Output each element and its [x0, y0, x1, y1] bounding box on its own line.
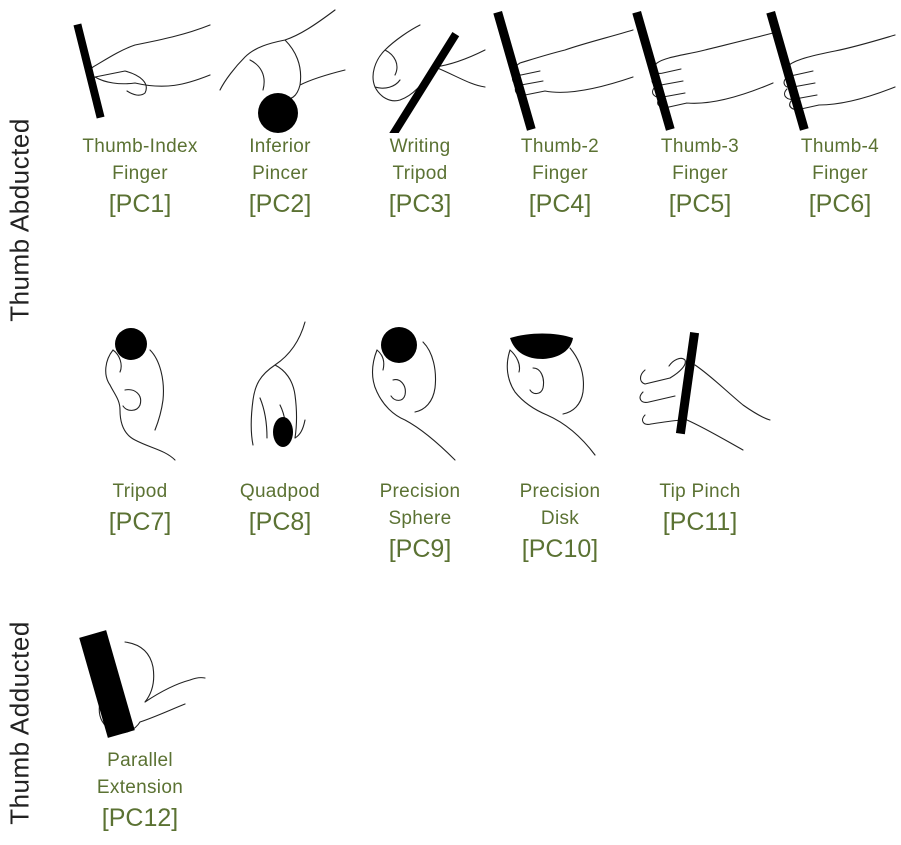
precision-disk-illustration [485, 320, 635, 478]
grasp-label-line1: Precision [345, 478, 495, 505]
grasp-code: [PC10] [485, 534, 635, 564]
inferior-pincer-illustration [205, 5, 355, 133]
grasp-label-line1: Thumb-2 [485, 133, 635, 160]
grasp-label-line2: Finger [765, 160, 901, 187]
section-label-thumb-adducted: Thumb Adducted [0, 600, 40, 845]
grasp-pc8: Quadpod [PC8] [205, 320, 355, 537]
grasp-label-line2: Quadpod [205, 478, 355, 505]
grasp-pc7: Tripod [PC7] [65, 320, 215, 537]
grasp-label-line1: Inferior [205, 133, 355, 160]
grasp-pc12: Parallel Extension [PC12] [65, 622, 215, 833]
grasp-code: [PC8] [205, 507, 355, 537]
grasp-label-line1: Thumb-3 [625, 133, 775, 160]
grasp-label-line2: Finger [65, 160, 215, 187]
grasp-label-line1: Writing [345, 133, 495, 160]
parallel-extension-illustration [65, 622, 215, 747]
grasp-code: [PC11] [625, 507, 775, 537]
grasp-code: [PC6] [765, 189, 901, 219]
grasp-code: [PC2] [205, 189, 355, 219]
grasp-label-line2: Tip Pinch [625, 478, 775, 505]
grasp-code: [PC4] [485, 189, 635, 219]
section-label-thumb-abducted: Thumb Abducted [0, 70, 40, 370]
thumb-3-finger-illustration [625, 5, 775, 133]
grasp-label-line1: Thumb-Index [65, 133, 215, 160]
grasp-code: [PC7] [65, 507, 215, 537]
grasp-label-line1: Thumb-4 [765, 133, 901, 160]
grasp-pc11: Tip Pinch [PC11] [625, 320, 775, 537]
thumb-4-finger-illustration [765, 5, 901, 133]
grasp-code: [PC5] [625, 189, 775, 219]
grasp-label-line1: Precision [485, 478, 635, 505]
grasp-pc10: Precision Disk [PC10] [485, 320, 635, 564]
grasp-label-line2: Pincer [205, 160, 355, 187]
tip-pinch-illustration [625, 320, 775, 478]
grasp-label-line2: Tripod [65, 478, 215, 505]
precision-sphere-illustration [345, 320, 495, 478]
grasp-pc3: Writing Tripod [PC3] [345, 5, 495, 219]
grasp-label-line1: Parallel [65, 747, 215, 774]
grasp-code: [PC9] [345, 534, 495, 564]
grasp-pc2: Inferior Pincer [PC2] [205, 5, 355, 219]
grasp-label-line2: Disk [485, 505, 635, 532]
grasp-pc1: Thumb-Index Finger [PC1] [65, 5, 215, 219]
grasp-code: [PC12] [65, 803, 215, 833]
grasp-pc9: Precision Sphere [PC9] [345, 320, 495, 564]
grasp-label-line2: Tripod [345, 160, 495, 187]
quadpod-illustration [205, 320, 355, 478]
grasp-label-line2: Finger [485, 160, 635, 187]
tripod-illustration [65, 320, 215, 478]
thumb-2-finger-illustration [485, 5, 635, 133]
grasp-label-line2: Extension [65, 774, 215, 801]
grasp-label-line2: Finger [625, 160, 775, 187]
grasp-label-line2: Sphere [345, 505, 495, 532]
grasp-pc6: Thumb-4 Finger [PC6] [765, 5, 901, 219]
grasp-code: [PC3] [345, 189, 495, 219]
grasp-code: [PC1] [65, 189, 215, 219]
grasp-pc4: Thumb-2 Finger [PC4] [485, 5, 635, 219]
thumb-index-finger-illustration [65, 5, 215, 133]
writing-tripod-illustration [345, 5, 495, 133]
grasp-pc5: Thumb-3 Finger [PC5] [625, 5, 775, 219]
